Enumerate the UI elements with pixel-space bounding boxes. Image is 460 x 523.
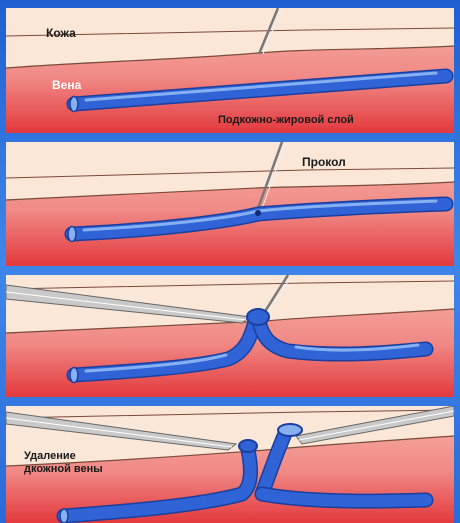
vein-loop bbox=[247, 309, 269, 325]
panel-2-puncture: Прокол bbox=[6, 142, 454, 266]
vein-cut-end-left bbox=[239, 440, 257, 452]
puncture-point bbox=[255, 210, 261, 216]
label-subcutaneous-fat: Подкожно-жировой слой bbox=[218, 114, 354, 127]
panel-4-vein-removal: Удаление дкожной вены bbox=[6, 406, 454, 523]
panel-3-hook-vein bbox=[6, 275, 454, 397]
label-puncture: Прокол bbox=[302, 156, 346, 169]
vein-end bbox=[70, 368, 78, 383]
panel-3-illustration bbox=[6, 275, 454, 397]
panel-2-illustration bbox=[6, 142, 454, 266]
label-skin: Кожа bbox=[46, 27, 76, 40]
vein-end bbox=[70, 97, 78, 112]
vein-cut-end-right bbox=[278, 424, 302, 436]
panel-1-intact-vein: Кожа Вена Подкожно-жировой слой bbox=[6, 8, 454, 133]
vein-end bbox=[60, 509, 68, 523]
vein-end bbox=[68, 227, 76, 242]
label-removal-line2: дкожной вены bbox=[24, 463, 103, 476]
label-removal-line1: Удаление bbox=[24, 450, 76, 463]
label-vein: Вена bbox=[52, 79, 81, 92]
